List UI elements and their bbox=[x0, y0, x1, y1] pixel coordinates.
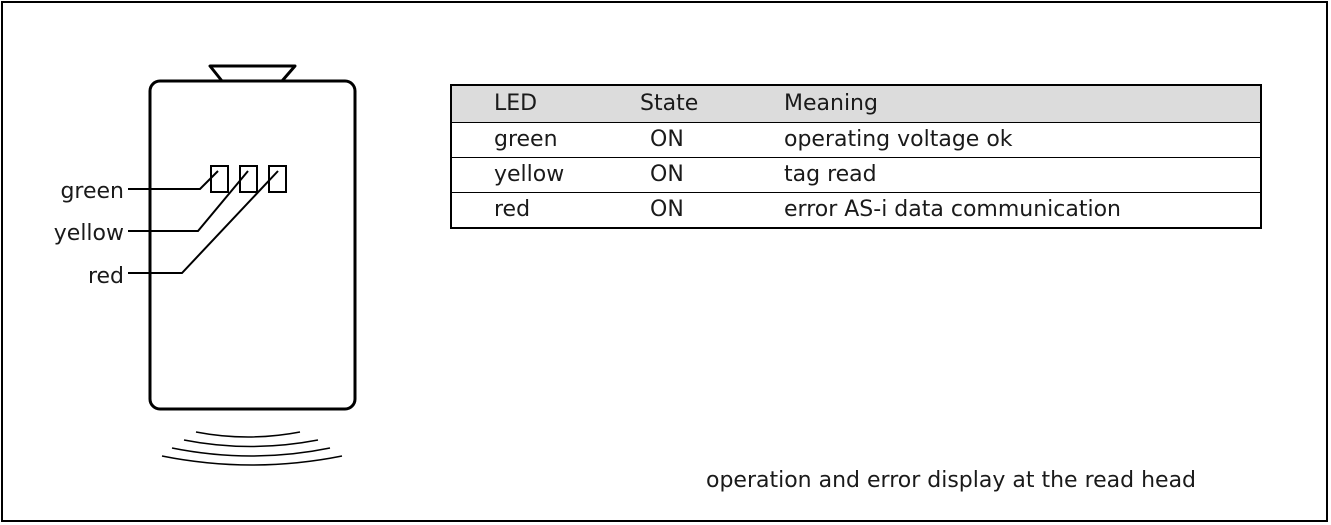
connector-cap bbox=[208, 64, 297, 83]
read-field-waves bbox=[161, 431, 343, 466]
label-yellow: yellow bbox=[54, 221, 124, 246]
label-red: red bbox=[88, 264, 124, 289]
cell-state: ON bbox=[624, 192, 780, 228]
read-head-body bbox=[148, 79, 357, 411]
table-row: red ON error AS-i data communication bbox=[451, 192, 1261, 228]
table-row: green ON operating voltage ok bbox=[451, 122, 1261, 158]
wave-arc-1 bbox=[195, 431, 301, 438]
leader-line-red bbox=[128, 170, 279, 274]
led-status-table: LED State Meaning green ON operating vol… bbox=[450, 84, 1262, 229]
leader-line-yellow bbox=[128, 170, 249, 232]
header-state: State bbox=[640, 91, 699, 116]
cell-led: red bbox=[451, 192, 624, 228]
table-header-row: LED State Meaning bbox=[451, 85, 1261, 123]
wave-arc-3 bbox=[171, 447, 331, 457]
led-yellow-indicator bbox=[239, 165, 258, 193]
label-green: green bbox=[60, 179, 124, 204]
cell-state: ON bbox=[624, 122, 780, 158]
figure-caption: operation and error display at the read … bbox=[706, 468, 1197, 493]
led-green-indicator bbox=[210, 165, 229, 193]
cell-state: ON bbox=[624, 157, 780, 193]
wave-arc-2 bbox=[183, 439, 319, 448]
leader-line-green bbox=[128, 170, 219, 190]
header-led: LED bbox=[494, 91, 538, 116]
wave-arc-4 bbox=[161, 455, 343, 466]
table-row: yellow ON tag read bbox=[451, 157, 1261, 193]
led-red-indicator bbox=[268, 165, 287, 193]
cell-led: yellow bbox=[451, 157, 624, 193]
cell-meaning: error AS-i data communication bbox=[780, 192, 1261, 228]
cell-meaning: operating voltage ok bbox=[780, 122, 1261, 158]
cell-meaning: tag read bbox=[780, 157, 1261, 193]
cell-led: green bbox=[451, 122, 624, 158]
header-meaning: Meaning bbox=[784, 91, 878, 116]
